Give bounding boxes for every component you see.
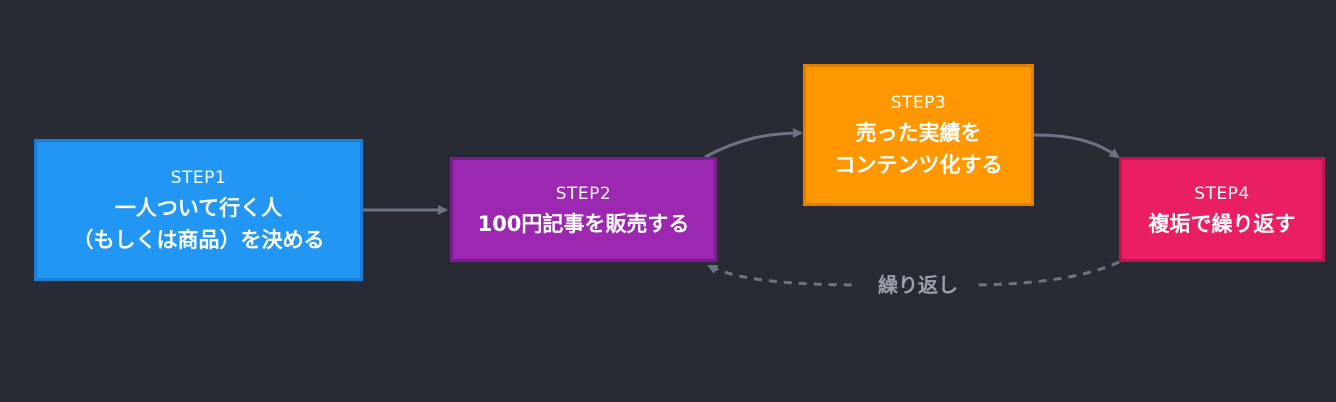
edge-step2-to-step3 xyxy=(704,128,803,159)
step4-label: STEP4 xyxy=(1194,183,1250,204)
step2-label: STEP2 xyxy=(555,183,612,204)
step3-label: STEP3 xyxy=(890,93,947,113)
step2-text-line-1: 100円記事を販売する xyxy=(477,211,690,236)
repeat-edge-label: 繰り返し xyxy=(858,270,978,300)
step1-text-line-1: 一人ついて行く人 xyxy=(114,196,283,220)
step3-text-line-1: 売った実績を xyxy=(855,121,982,145)
step4-node: STEP4 複垢で繰り返す xyxy=(1119,157,1325,262)
edge-step3-to-step4 xyxy=(1033,133,1120,159)
step3-node: STEP3 売った実績を コンテンツ化する xyxy=(803,64,1034,206)
step3-text-line-2: コンテンツ化する xyxy=(834,153,1003,177)
step1-text-line-2: （もしくは商品）を決める xyxy=(72,228,325,252)
step4-text-line-1: 複垢で繰り返す xyxy=(1148,211,1296,236)
step1-node: STEP1 一人ついて行く人 （もしくは商品）を決める xyxy=(34,139,363,281)
edge-step4-to-step2-repeat xyxy=(707,260,1120,287)
step1-label: STEP1 xyxy=(170,168,227,188)
step2-node: STEP2 100円記事を販売する xyxy=(450,157,717,262)
